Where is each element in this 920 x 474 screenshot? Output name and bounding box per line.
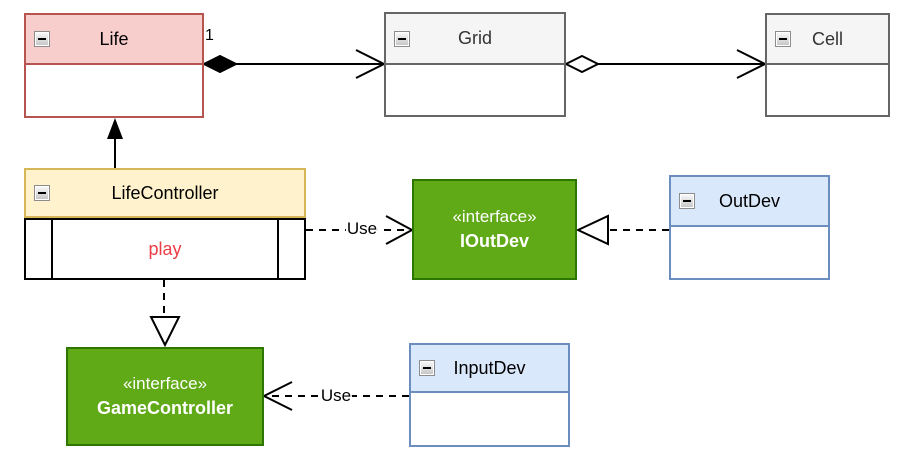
class-outdev-title: OutDev bbox=[718, 190, 781, 211]
class-lifecontroller-title: LifeController bbox=[111, 182, 219, 203]
minus-glyph bbox=[38, 38, 46, 40]
class-lifecontroller-header: LifeController bbox=[24, 168, 306, 218]
collapse-minus-icon[interactable] bbox=[34, 31, 50, 47]
class-life-body bbox=[24, 65, 204, 118]
edge-outdev-ioutdev-realization[interactable] bbox=[575, 214, 669, 246]
multiplicity-label: 1 bbox=[205, 27, 214, 44]
minus-glyph bbox=[423, 367, 431, 369]
edge-life-grid-composition[interactable] bbox=[201, 49, 387, 79]
collapse-minus-icon[interactable] bbox=[34, 185, 50, 201]
class-grid-body bbox=[384, 65, 566, 117]
class-cell-title: Cell bbox=[811, 28, 843, 49]
class-life[interactable]: Life bbox=[24, 13, 204, 118]
class-inputdev-title: InputDev bbox=[453, 357, 526, 378]
class-inputdev-header: InputDev bbox=[409, 343, 570, 393]
use-label-ioutdev: Use bbox=[345, 219, 379, 239]
collapse-minus-icon[interactable] bbox=[419, 360, 435, 376]
class-lifecontroller-body: play bbox=[24, 218, 306, 280]
edge-grid-cell-aggregation[interactable] bbox=[563, 49, 768, 79]
collapse-minus-icon[interactable] bbox=[394, 30, 410, 47]
minus-glyph bbox=[398, 37, 406, 40]
class-grid-header: Grid bbox=[384, 12, 566, 65]
collapse-minus-icon[interactable] bbox=[679, 193, 695, 209]
minus-glyph bbox=[779, 38, 787, 40]
ioutdev-name: IOutDev bbox=[459, 230, 529, 251]
gamecontroller-stereotype: «interface» bbox=[122, 373, 208, 393]
class-inputdev-body bbox=[409, 393, 570, 447]
class-life-title: Life bbox=[99, 28, 129, 49]
edge-lifecontroller-life-association[interactable] bbox=[107, 118, 123, 168]
collapse-minus-icon[interactable] bbox=[775, 31, 791, 47]
class-cell-header: Cell bbox=[765, 13, 890, 65]
class-grid[interactable]: Grid bbox=[384, 12, 566, 117]
minus-glyph bbox=[38, 192, 46, 194]
class-outdev-header: OutDev bbox=[669, 175, 830, 227]
gamecontroller-name: GameController bbox=[96, 397, 234, 418]
class-cell-body bbox=[765, 65, 890, 117]
class-inputdev[interactable]: InputDev bbox=[409, 343, 570, 447]
minus-glyph bbox=[683, 200, 691, 202]
compartment-divider bbox=[277, 220, 279, 278]
interface-ioutdev[interactable]: «interface» IOutDev bbox=[412, 179, 577, 280]
class-grid-title: Grid bbox=[457, 28, 492, 48]
use-label-gamecontroller: Use bbox=[319, 386, 353, 406]
class-lifecontroller[interactable]: LifeController play bbox=[24, 168, 306, 280]
class-cell[interactable]: Cell bbox=[765, 13, 890, 117]
class-outdev-body bbox=[669, 227, 830, 280]
class-life-header: Life bbox=[24, 13, 204, 65]
method-play[interactable]: play bbox=[148, 238, 182, 259]
edge-lifecontroller-gamecontroller-realization[interactable] bbox=[149, 280, 181, 348]
compartment-divider bbox=[51, 220, 53, 278]
ioutdev-stereotype: «interface» bbox=[452, 206, 537, 226]
interface-gamecontroller[interactable]: «interface» GameController bbox=[66, 347, 264, 446]
class-outdev[interactable]: OutDev bbox=[669, 175, 830, 280]
